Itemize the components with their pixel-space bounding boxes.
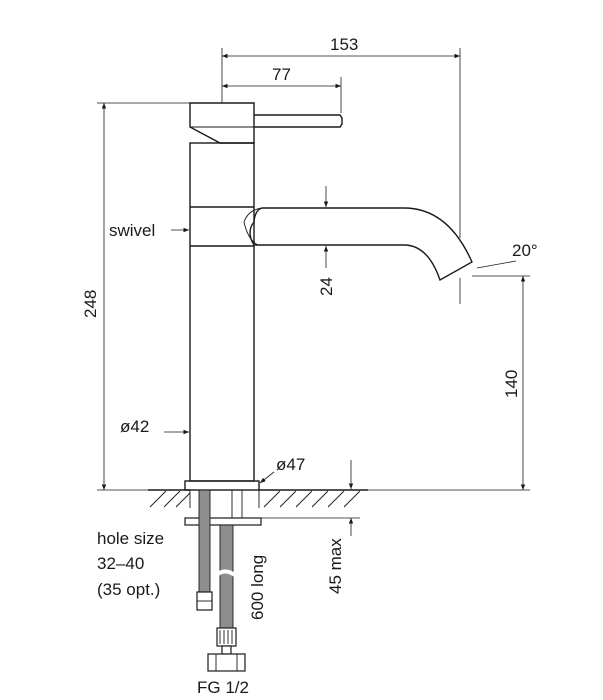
faucet-body <box>184 102 343 491</box>
dim-24-label: 24 <box>317 277 336 296</box>
hole-size-range: 32–40 <box>97 554 144 573</box>
counter-hatch-left <box>149 490 191 508</box>
body-column <box>189 142 255 482</box>
dim-153-label: 153 <box>330 35 358 54</box>
hose-length-label: 600 long <box>248 555 267 620</box>
hose-right-neck <box>221 645 232 655</box>
dim-20deg-label: 20° <box>512 241 538 260</box>
spout-joint <box>243 207 263 223</box>
hose-left <box>198 489 211 593</box>
handle-cap <box>189 102 255 144</box>
threaded-rod <box>231 489 243 519</box>
lever <box>254 114 343 128</box>
swivel-label: swivel <box>109 221 155 240</box>
spout-joint-lower <box>243 221 259 246</box>
dim-20deg-leader <box>476 260 517 269</box>
counter-hatch-right <box>263 490 361 508</box>
dim-77-label: 77 <box>272 65 291 84</box>
countertop <box>148 489 368 508</box>
hole-size-label: hole size <box>97 529 164 548</box>
dim-42-label: ø42 <box>120 417 149 436</box>
dim-47-arrow <box>259 471 275 484</box>
connection-label: FG 1/2 <box>197 678 249 697</box>
hose-right <box>219 524 234 643</box>
mounting-washer <box>184 517 262 526</box>
dim-248-label: 248 <box>81 290 100 318</box>
base-flange <box>184 480 260 491</box>
connection-hoses <box>196 489 246 672</box>
spout-outline <box>249 207 473 282</box>
hole-size-optimum: (35 opt.) <box>97 580 160 599</box>
dimension-lines <box>97 48 530 536</box>
dim-140-label: 140 <box>502 370 521 398</box>
dim-45max-label: 45 max <box>326 538 345 594</box>
fg-hex-nut <box>207 653 246 672</box>
dim-47-label: ø47 <box>276 455 305 474</box>
spout <box>243 207 473 282</box>
